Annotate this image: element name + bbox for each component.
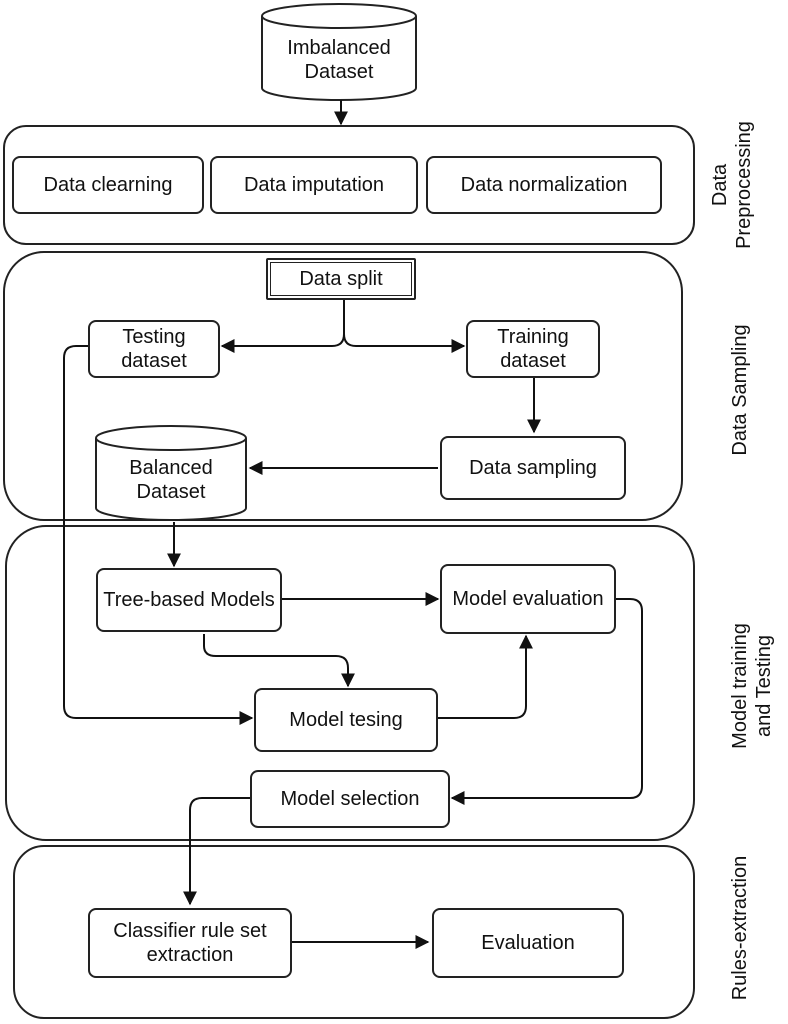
training-dataset-box: Training dataset bbox=[466, 320, 600, 378]
tree-based-models-box: Tree-based Models bbox=[96, 568, 282, 632]
stage-label-training: Model training and Testing bbox=[728, 623, 776, 749]
stage-label-preprocessing-line2: Preprocessing bbox=[733, 121, 755, 249]
arrow-tree-to-testing bbox=[203, 634, 355, 688]
data-normalization-box: Data normalization bbox=[426, 156, 662, 214]
stage-label-rules: Rules-extraction bbox=[729, 855, 751, 1001]
arrow-testing-to-evaluation bbox=[438, 634, 533, 719]
stage-label-sampling: Data Sampling bbox=[729, 324, 751, 456]
stage-frame-training bbox=[5, 525, 695, 841]
arrow-split-to-testing bbox=[220, 300, 345, 353]
arrow-split-to-training bbox=[343, 333, 466, 353]
imbalanced-dataset-label: Imbalanced Dataset bbox=[287, 37, 391, 83]
arrow-testing-dataset-to-model-testing bbox=[63, 345, 254, 725]
stage-frame-sampling bbox=[3, 251, 683, 521]
evaluation-box: Evaluation bbox=[432, 908, 624, 978]
classifier-rule-box: Classifier rule set extraction bbox=[88, 908, 292, 978]
data-split-box: Data split bbox=[266, 258, 416, 300]
stage-frame-rules bbox=[13, 845, 695, 1019]
stage-label-preprocessing-line1: Data bbox=[709, 163, 731, 207]
balanced-dataset-cylinder bbox=[95, 425, 247, 521]
stage-frame-preprocessing bbox=[3, 125, 695, 245]
model-selection-box: Model selection bbox=[250, 770, 450, 828]
data-sampling-box: Data sampling bbox=[440, 436, 626, 500]
stage-label-training-line1: Model training bbox=[729, 623, 751, 749]
stage-label-training-line2: and Testing bbox=[753, 635, 775, 737]
imbalanced-dataset-cylinder bbox=[261, 3, 417, 101]
testing-dataset-box: Testing dataset bbox=[88, 320, 220, 378]
arrow-selection-to-classifier bbox=[183, 797, 250, 906]
balanced-dataset-label: Balanced Dataset bbox=[129, 457, 213, 503]
model-evaluation-box: Model evaluation bbox=[440, 564, 616, 634]
arrow-evaluation-to-selection bbox=[450, 598, 643, 805]
model-testing-box: Model tesing bbox=[254, 688, 438, 752]
stage-label-preprocessing: Data Preprocessing bbox=[708, 121, 756, 249]
data-imputation-box: Data imputation bbox=[210, 156, 418, 214]
data-cleaning-box: Data clearning bbox=[12, 156, 204, 214]
